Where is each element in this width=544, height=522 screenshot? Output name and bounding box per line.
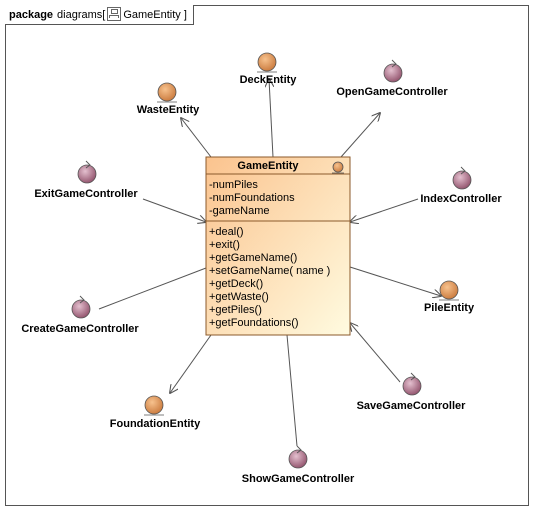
node-label: SaveGameController — [357, 400, 467, 412]
class-attribute: -numFoundations — [209, 192, 295, 204]
node-label: OpenGameController — [336, 86, 448, 98]
node-label: CreateGameController — [21, 323, 139, 335]
node-open[interactable]: OpenGameController — [336, 59, 448, 98]
control-icon-arrow — [296, 445, 302, 454]
class-operation: +exit() — [209, 239, 240, 251]
association-line — [286, 334, 298, 447]
control-icon — [71, 299, 91, 319]
association-line — [349, 266, 441, 296]
associations — [98, 79, 441, 447]
class-operation: +getFoundations() — [209, 317, 299, 329]
association-line — [350, 198, 419, 222]
control-icon-arrow — [410, 372, 416, 381]
node-label: ShowGameController — [242, 473, 355, 485]
class-operation: +getDeck() — [209, 278, 263, 290]
association-line — [142, 198, 206, 222]
node-save[interactable]: SaveGameController — [357, 372, 467, 412]
node-pile[interactable]: PileEntity — [424, 280, 475, 314]
association-line — [181, 118, 212, 158]
class-attributes: -numPiles-numFoundations-gameName — [209, 179, 295, 217]
class-operation: +getWaste() — [209, 291, 269, 303]
node-create[interactable]: CreateGameController — [21, 295, 139, 335]
class-attribute: -gameName — [209, 205, 270, 217]
control-icon — [452, 170, 472, 190]
entity-icon — [157, 82, 177, 102]
class-name: GameEntity — [237, 160, 299, 172]
class-operations: +deal()+exit()+getGameName()+setGameName… — [209, 226, 330, 329]
node-waste[interactable]: WasteEntity — [137, 82, 200, 116]
entity-icon — [332, 161, 344, 173]
association-line — [98, 267, 207, 310]
control-icon-arrow — [85, 160, 91, 169]
node-label: DeckEntity — [240, 74, 298, 86]
node-show[interactable]: ShowGameController — [242, 445, 355, 485]
control-icon-arrow — [460, 166, 466, 175]
entity-icon — [144, 395, 164, 415]
class-operation: +getPiles() — [209, 304, 262, 316]
node-label: IndexController — [420, 193, 502, 205]
control-icon — [402, 376, 422, 396]
association-line — [350, 323, 401, 383]
frame-bracket-open: [ — [102, 9, 106, 21]
entity-icon — [257, 52, 277, 72]
frame-bracket-close: ] — [183, 9, 187, 21]
gameentity-class[interactable]: GameEntity -numPiles-numFoundations-game… — [205, 156, 351, 336]
node-label: FoundationEntity — [110, 418, 201, 430]
frame-name: diagrams — [57, 9, 103, 21]
node-index[interactable]: IndexController — [420, 166, 502, 205]
class-attribute: -numPiles — [209, 179, 258, 191]
node-label: WasteEntity — [137, 104, 200, 116]
control-icon-arrow — [391, 59, 397, 68]
frame-keyword: package — [9, 9, 54, 21]
node-foundation[interactable]: FoundationEntity — [110, 395, 201, 430]
node-deck[interactable]: DeckEntity — [240, 52, 298, 86]
control-icon — [383, 63, 403, 83]
control-icon — [77, 164, 97, 184]
node-label: ExitGameController — [34, 188, 138, 200]
node-label: PileEntity — [424, 302, 475, 314]
frame-diagram-name: GameEntity — [123, 9, 181, 21]
control-icon-arrow — [79, 295, 85, 304]
node-exit[interactable]: ExitGameController — [34, 160, 138, 200]
class-box — [205, 156, 351, 336]
class-operation: +deal() — [209, 226, 244, 238]
control-icon — [288, 449, 308, 469]
class-operation: +getGameName() — [209, 252, 297, 264]
entity-icon — [439, 280, 459, 300]
diagram-frame — [5, 5, 529, 506]
association-line — [340, 113, 380, 158]
class-entity-icon — [332, 161, 344, 174]
association-line — [269, 79, 273, 158]
association-line — [170, 334, 212, 393]
class-operation: +setGameName( name ) — [209, 265, 330, 277]
class-diagram-icon — [107, 7, 122, 22]
